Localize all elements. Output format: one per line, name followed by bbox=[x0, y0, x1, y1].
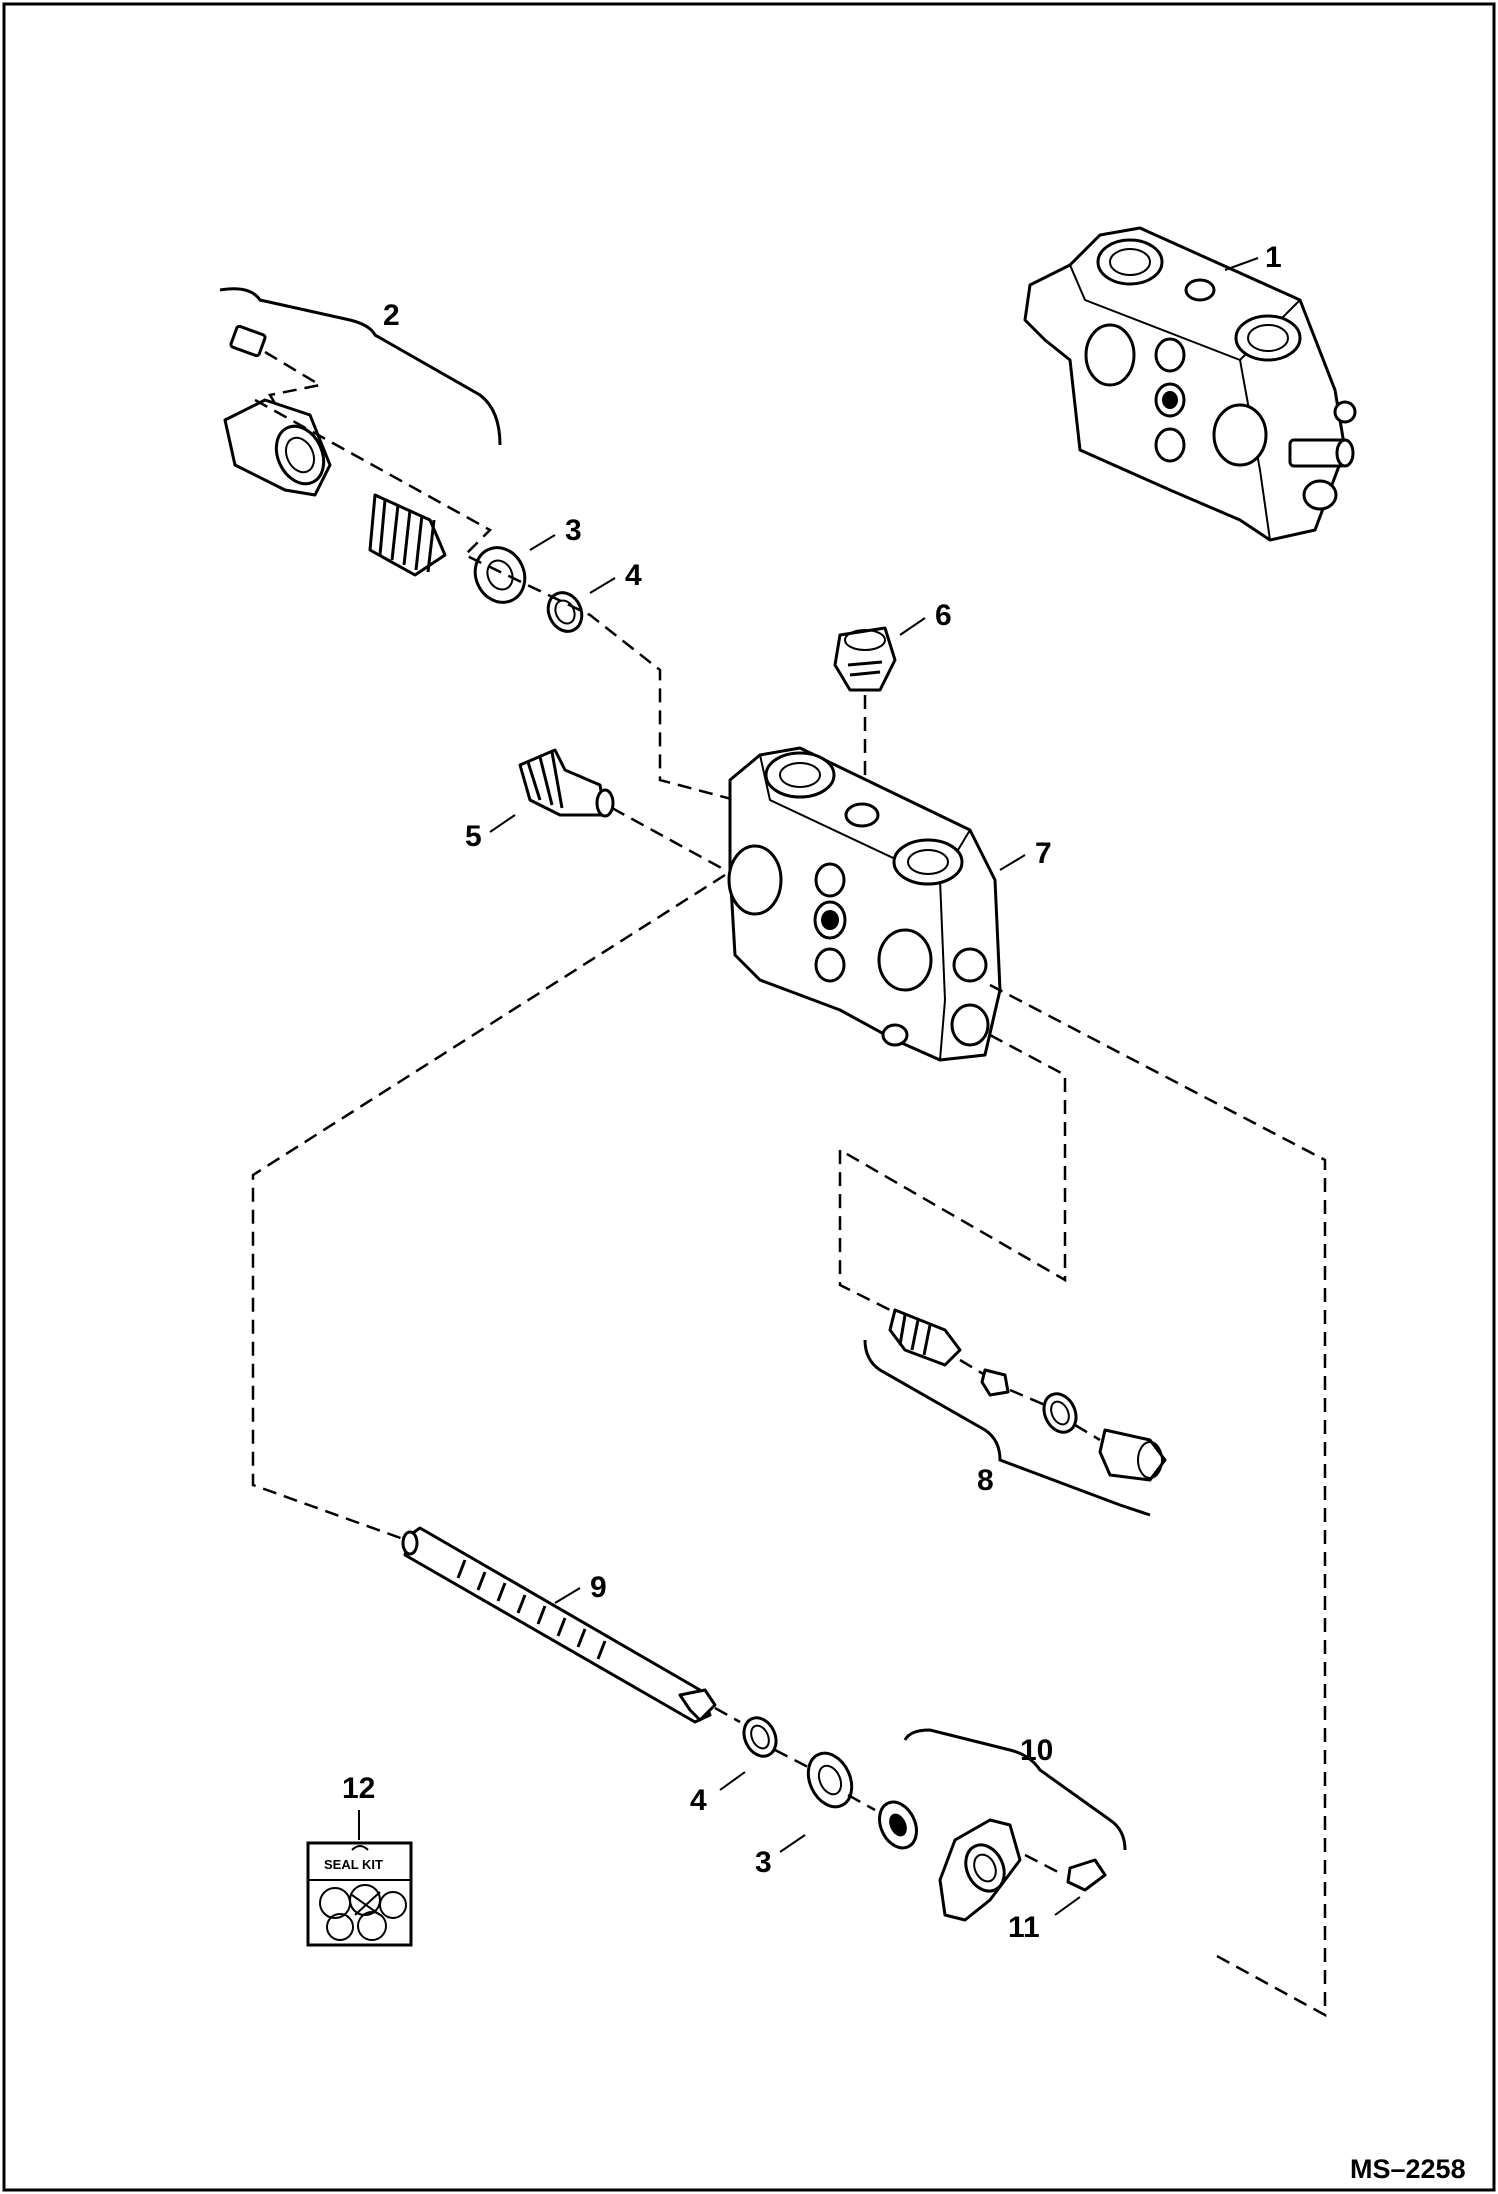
drawing-number: MS–2258 bbox=[1350, 2154, 1466, 2184]
callout-2: 2 bbox=[383, 299, 400, 332]
callout-5: 5 bbox=[465, 820, 482, 853]
part-1-valve-section bbox=[1023, 226, 1357, 542]
callout-7: 7 bbox=[1035, 837, 1052, 870]
part-10-cap-group bbox=[878, 1728, 1127, 1922]
callout-3-bottom: 3 bbox=[755, 1846, 772, 1879]
callout-11: 11 bbox=[1008, 1911, 1040, 1944]
part-12-seal-kit: SEAL KIT bbox=[306, 1841, 413, 1947]
callout-3-top: 3 bbox=[565, 514, 582, 547]
callout-6: 6 bbox=[935, 599, 952, 632]
callout-9: 9 bbox=[590, 1571, 607, 1604]
part-2-spring-cap-group bbox=[219, 287, 502, 577]
callout-8: 8 bbox=[977, 1464, 994, 1497]
part-6-plug bbox=[833, 626, 897, 692]
callout-1: 1 bbox=[1265, 241, 1282, 274]
callout-4-top: 4 bbox=[625, 559, 642, 592]
seal-kit-label: SEAL KIT bbox=[324, 1857, 383, 1872]
part-5-fitting bbox=[518, 748, 615, 818]
callout-10: 10 bbox=[1020, 1734, 1053, 1767]
part-9-spool bbox=[401, 1526, 717, 1724]
part-7-valve-body bbox=[727, 746, 1002, 1062]
callout-12: 12 bbox=[342, 1772, 375, 1805]
part-8-check-valve-group bbox=[863, 1308, 1167, 1517]
callout-4-bottom: 4 bbox=[690, 1784, 707, 1817]
